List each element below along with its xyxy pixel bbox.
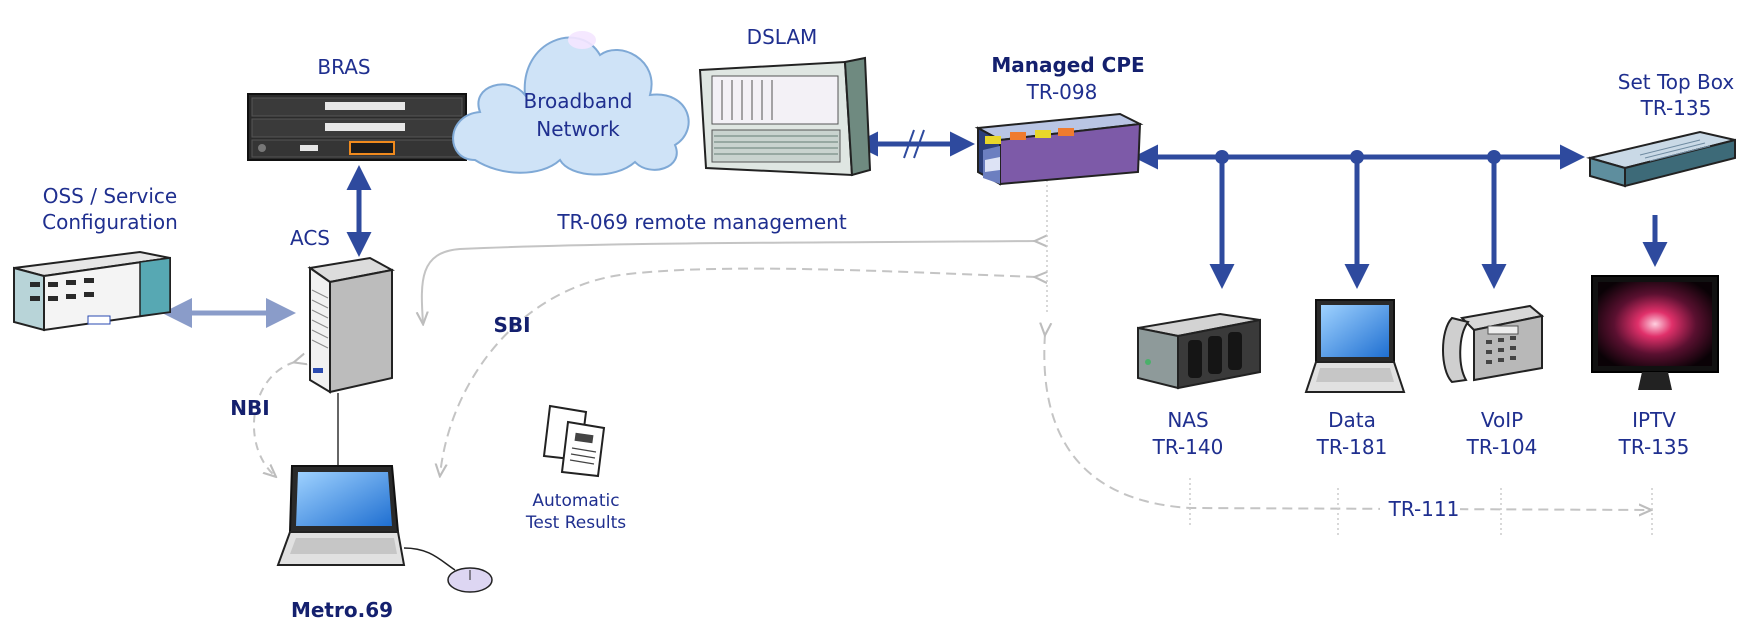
tr111-arc (1044, 334, 1650, 510)
sbi-label: SBI (493, 313, 530, 337)
tr069-arc (422, 241, 1036, 323)
acs-server-icon (307, 256, 395, 394)
cpe-title: Managed CPE (991, 53, 1144, 77)
nbi-arc (253, 362, 295, 476)
metro69-label: Metro.69 (291, 598, 393, 622)
remote-management-label: TR-069 remote management (556, 210, 846, 234)
voip-spec: TR-104 (1466, 435, 1538, 459)
data-spec: TR-181 (1316, 435, 1388, 459)
set-top-box-icon (1586, 130, 1736, 188)
dslam-label: DSLAM (747, 25, 818, 49)
oss-label-line1: OSS / Service (43, 184, 178, 208)
cloud-label-line1: Broadband (523, 89, 632, 113)
tr111-label: TR-111 (1388, 497, 1460, 521)
oss-server-icon (13, 250, 171, 332)
cpe-spec: TR-098 (1026, 80, 1098, 104)
data-laptop-icon (1304, 299, 1406, 393)
broadband-network-cloud-icon (452, 31, 690, 176)
bras-label: BRAS (317, 55, 370, 79)
test-results-documents-icon (542, 404, 606, 478)
nas-spec: TR-140 (1152, 435, 1224, 459)
voip-title: VoIP (1481, 408, 1523, 432)
voip-phone-icon (1442, 304, 1545, 384)
dslam-rack-icon (698, 56, 872, 177)
stb-spec: TR-135 (1640, 96, 1712, 120)
stb-title: Set Top Box (1618, 70, 1735, 94)
nas-storage-icon (1137, 312, 1261, 390)
test-results-line2: Test Results (525, 513, 626, 533)
sbi-arc (440, 267, 1036, 475)
data-title: Data (1328, 408, 1376, 432)
nbi-label: NBI (230, 396, 269, 420)
link-break (903, 129, 915, 159)
iptv-title: IPTV (1632, 408, 1676, 432)
iptv-monitor-icon (1591, 275, 1719, 390)
links (162, 129, 1668, 538)
iptv-spec: TR-135 (1618, 435, 1690, 459)
link-break (913, 129, 925, 159)
acs-label: ACS (290, 226, 330, 250)
tr111-label-bg (1380, 496, 1460, 522)
test-results-line1: Automatic (532, 491, 619, 511)
oss-label-line2: Configuration (42, 210, 178, 234)
bras-router-icon (247, 93, 467, 161)
cloud-label-line2: Network (536, 117, 620, 141)
managed-cpe-modem-icon (974, 112, 1144, 186)
nas-title: NAS (1167, 408, 1208, 432)
metro69-laptop-icon (276, 465, 493, 593)
